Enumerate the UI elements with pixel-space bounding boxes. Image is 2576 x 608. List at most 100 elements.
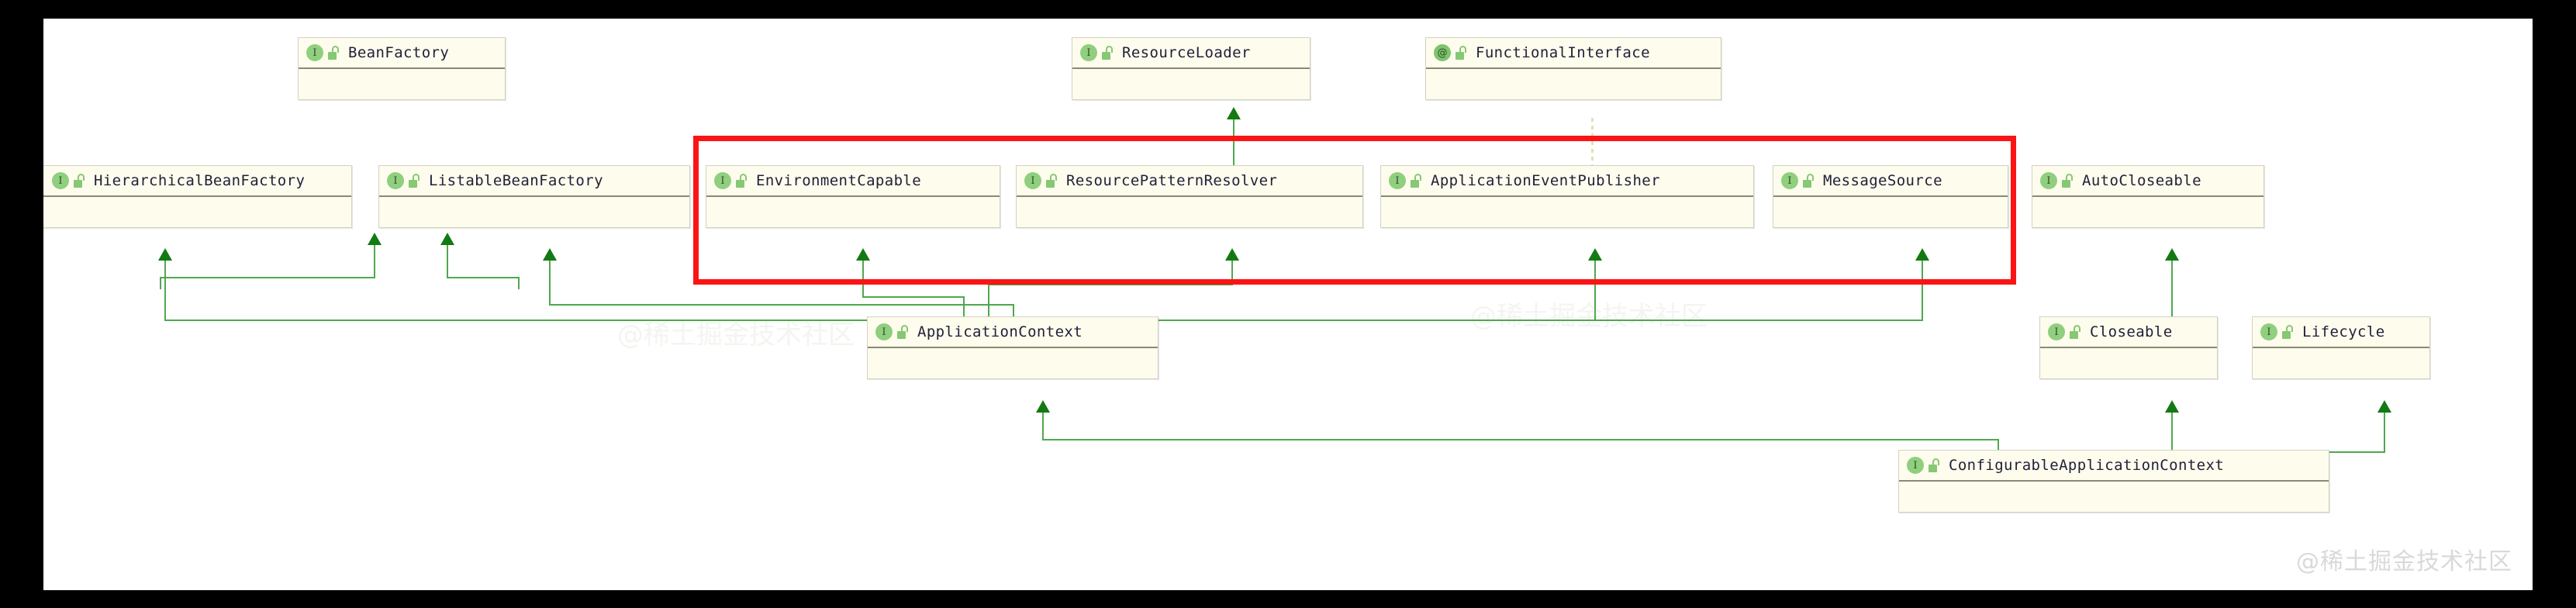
uml-node-header: I Lifecycle: [2253, 317, 2429, 348]
unlocked-padlock-icon: [1046, 174, 1058, 188]
uml-node-title: MessageSource: [1823, 172, 1942, 189]
uml-node-title: BeanFactory: [348, 44, 450, 61]
interface-icon: I: [387, 172, 404, 189]
interface-icon: I: [2048, 323, 2065, 340]
uml-node-header: I BeanFactory: [299, 38, 505, 69]
uml-node-header: I ResourceLoader: [1072, 38, 1310, 69]
uml-node-header: I ConfigurableApplicationContext: [1899, 451, 2329, 482]
uml-node-listablebeanfactory[interactable]: I ListableBeanFactory: [378, 165, 690, 228]
generalization-arrow: [1915, 248, 1929, 261]
uml-node-members: [1899, 482, 2329, 512]
uml-node-members: [2253, 348, 2429, 378]
interface-icon: I: [2260, 323, 2277, 340]
unlocked-padlock-icon: [328, 46, 340, 60]
unlocked-padlock-icon: [2282, 325, 2295, 339]
uml-node-hierarchicalbeanfactory[interactable]: I HierarchicalBeanFactory: [43, 165, 352, 228]
connector-segment: [518, 277, 520, 289]
connector-segment: [988, 284, 989, 337]
interface-icon: I: [306, 44, 323, 61]
generalization-arrow: [2377, 400, 2391, 413]
connector-segment: [447, 244, 448, 278]
interface-icon: I: [875, 323, 893, 340]
generalization-arrow: [856, 248, 870, 261]
generalization-arrow: [1036, 400, 1050, 413]
uml-node-title: ResourcePatternResolver: [1066, 172, 1278, 189]
interface-icon: I: [1389, 172, 1406, 189]
uml-node-autocloseable[interactable]: I AutoCloseable: [2032, 165, 2264, 228]
uml-node-members: [2032, 197, 2263, 227]
uml-node-applicationeventpublisher[interactable]: I ApplicationEventPublisher: [1380, 165, 1754, 228]
uml-node-header: @ FunctionalInterface: [1426, 38, 1721, 69]
uml-node-title: FunctionalInterface: [1476, 44, 1650, 61]
uml-node-header: I ApplicationContext: [868, 317, 1158, 348]
generalization-arrow: [2165, 400, 2179, 413]
connector-segment: [164, 259, 166, 321]
uml-node-lifecycle[interactable]: I Lifecycle: [2252, 316, 2430, 379]
uml-node-header: I EnvironmentCapable: [706, 166, 1000, 197]
connector-segment: [1922, 259, 1923, 321]
unlocked-padlock-icon: [2062, 174, 2074, 188]
uml-node-closeable[interactable]: I Closeable: [2039, 316, 2218, 379]
uml-node-applicationcontext[interactable]: I ApplicationContext: [867, 316, 1159, 379]
uml-node-title: AutoCloseable: [2082, 172, 2201, 189]
unlocked-padlock-icon: [1411, 174, 1423, 188]
annotation-icon: @: [1434, 44, 1451, 61]
connector-segment: [1231, 259, 1233, 285]
background-watermark-ghost: @稀土掘金技术社区: [1470, 301, 1708, 332]
unlocked-padlock-icon: [1102, 46, 1114, 60]
generalization-arrow: [543, 248, 557, 261]
connector-segment: [2384, 411, 2385, 453]
connector-segment: [1233, 118, 1234, 186]
uml-node-beanfactory[interactable]: I BeanFactory: [298, 37, 506, 100]
uml-node-resourcepatternresolver[interactable]: I ResourcePatternResolver: [1016, 165, 1363, 228]
connector-segment: [1042, 439, 1999, 440]
unlocked-padlock-icon: [2070, 325, 2082, 339]
interface-icon: I: [52, 172, 69, 189]
uml-node-functionalinterface[interactable]: @ FunctionalInterface: [1425, 37, 1721, 100]
unlocked-padlock-icon: [74, 174, 86, 188]
connector-segment: [374, 244, 375, 278]
connector-segment: [160, 277, 161, 289]
uml-node-resourceloader[interactable]: I ResourceLoader: [1072, 37, 1310, 100]
uml-node-header: I ResourcePatternResolver: [1017, 166, 1362, 197]
uml-node-members: [868, 348, 1158, 378]
connector-segment: [2286, 451, 2385, 453]
uml-node-environmentcapable[interactable]: I EnvironmentCapable: [706, 165, 1000, 228]
uml-node-title: Closeable: [2090, 323, 2173, 340]
uml-node-members: [1381, 197, 1753, 227]
uml-node-members: [1017, 197, 1362, 227]
uml-node-title: Lifecycle: [2302, 323, 2385, 340]
uml-node-messagesource[interactable]: I MessageSource: [1773, 165, 2008, 228]
generalization-arrow: [1227, 107, 1241, 119]
uml-node-members: [1072, 69, 1310, 99]
connector-segment: [447, 277, 520, 278]
uml-node-members: [43, 197, 351, 227]
connector-segment: [1042, 411, 1044, 440]
unlocked-padlock-icon: [1803, 174, 1815, 188]
watermark: @稀土掘金技术社区: [2296, 548, 2512, 575]
connector-segment: [549, 259, 551, 306]
connector-segment: [1075, 320, 1596, 321]
uml-node-configurableapplicationcontext[interactable]: I ConfigurableApplicationContext: [1898, 450, 2329, 513]
uml-node-members: [379, 197, 689, 227]
interface-icon: I: [1080, 44, 1097, 61]
uml-node-header: I ApplicationEventPublisher: [1381, 166, 1753, 197]
interface-icon: I: [714, 172, 731, 189]
connector-segment: [160, 277, 375, 278]
connector-segment: [1594, 320, 1923, 321]
uml-node-title: ApplicationContext: [917, 323, 1083, 340]
uml-node-title: ApplicationEventPublisher: [1431, 172, 1660, 189]
connector-segment: [2171, 411, 2173, 453]
uml-node-header: I AutoCloseable: [2032, 166, 2263, 197]
uml-node-title: HierarchicalBeanFactory: [94, 172, 306, 189]
uml-node-title: ListableBeanFactory: [429, 172, 603, 189]
uml-node-header: I Closeable: [2040, 317, 2217, 348]
interface-icon: I: [1907, 457, 1924, 474]
uml-node-title: ConfigurableApplicationContext: [1949, 457, 2225, 474]
connector-segment: [988, 284, 1233, 285]
uml-node-members: [1773, 197, 2008, 227]
interface-icon: I: [1024, 172, 1041, 189]
connector-segment: [549, 304, 1014, 306]
generalization-arrow: [368, 233, 382, 245]
